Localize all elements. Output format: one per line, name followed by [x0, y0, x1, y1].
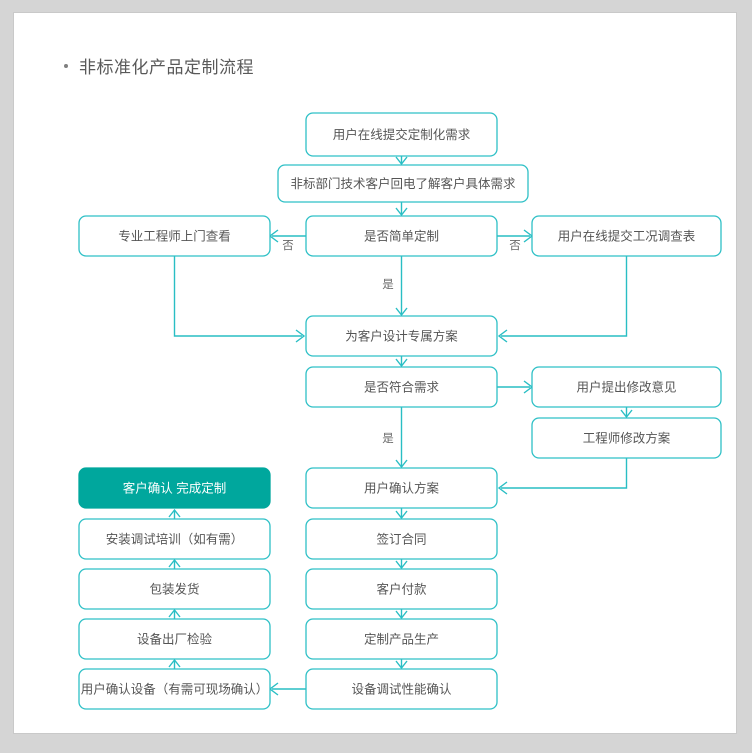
- arrowhead-n5-n6: [497, 329, 508, 343]
- node-label: 客户确认 完成定制: [123, 480, 226, 495]
- arrowhead-n9-n10: [497, 481, 508, 495]
- node-box: [305, 315, 498, 357]
- arrowhead-n12-n14: [395, 560, 408, 570]
- flow-node-n16[interactable]: 定制产品生产: [305, 618, 498, 660]
- node-label: 用户确认方案: [364, 480, 440, 495]
- flow-node-n19[interactable]: 用户确认设备（有需可现场确认）: [78, 668, 271, 710]
- node-label: 是否简单定制: [364, 228, 439, 243]
- node-box: [78, 518, 271, 560]
- node-label: 安装调试培训（如有需）: [106, 531, 244, 546]
- node-box: [305, 366, 498, 408]
- flow-node-n14[interactable]: 客户付款: [305, 568, 498, 610]
- node-box: [78, 618, 271, 660]
- bullet-icon: [64, 63, 68, 68]
- arrowhead-n14-n16: [395, 610, 408, 620]
- flow-node-n4[interactable]: 专业工程师上门查看: [78, 215, 271, 257]
- arrowhead-n19-n17: [168, 658, 181, 668]
- arrowhead-n7-n10: [395, 459, 408, 469]
- node-box: [531, 366, 722, 408]
- node-label: 定制产品生产: [364, 631, 439, 646]
- flow-node-n5[interactable]: 用户在线提交工况调查表: [531, 215, 722, 257]
- node-label: 用户确认设备（有需可现场确认）: [81, 681, 269, 696]
- page-title-text: 非标准化产品定制流程: [79, 58, 254, 77]
- node-box: [305, 215, 498, 257]
- arrowhead-n16-n18: [395, 660, 408, 670]
- node-label: 包装发货: [149, 581, 199, 596]
- node-box: [78, 467, 271, 509]
- arrowhead-n2-n3: [395, 207, 408, 217]
- node-label: 专业工程师上门查看: [118, 228, 231, 243]
- flowchart-edges: [168, 156, 633, 696]
- edge-n4-n6: [173, 256, 302, 337]
- flow-node-n15[interactable]: 包装发货: [78, 568, 271, 610]
- flow-node-n2[interactable]: 非标部门技术客户回电了解客户具体需求: [277, 164, 529, 203]
- arrowhead-n13-n11: [168, 508, 181, 518]
- flow-node-n1[interactable]: 用户在线提交定制化需求: [305, 112, 498, 157]
- arrowhead-n4-n6: [295, 329, 306, 343]
- arrowhead-n10-n12: [395, 510, 408, 520]
- arrowhead-n8-n9: [620, 409, 633, 419]
- edge-label-l1: 否: [282, 240, 294, 252]
- arrowhead-n3-n6: [395, 307, 408, 317]
- node-box: [277, 164, 529, 203]
- node-label: 非标部门技术客户回电了解客户具体需求: [290, 176, 516, 191]
- node-label: 为客户设计专属方案: [345, 328, 458, 343]
- node-box: [531, 417, 722, 459]
- edge-label-l4: 是: [382, 432, 394, 445]
- edge-n5-n6: [501, 256, 628, 337]
- flow-node-n8[interactable]: 用户提出修改意见: [531, 366, 722, 408]
- node-box: [305, 618, 498, 660]
- arrowhead-n15-n13: [168, 558, 181, 568]
- flow-node-n6[interactable]: 为客户设计专属方案: [305, 315, 498, 357]
- node-label: 工程师修改方案: [583, 430, 671, 445]
- node-label: 用户提出修改意见: [576, 379, 676, 394]
- flow-node-n11[interactable]: 客户确认 完成定制: [78, 467, 271, 509]
- flowchart-edge-labels: 否否是是: [282, 240, 521, 445]
- node-label: 用户在线提交定制化需求: [333, 127, 471, 142]
- node-label: 签订合同: [376, 531, 426, 546]
- arrowhead-n17-n15: [168, 608, 181, 618]
- flow-node-n10[interactable]: 用户确认方案: [305, 467, 498, 509]
- edge-label-l2: 否: [509, 240, 521, 252]
- page-title: 非标准化产品定制流程: [64, 53, 254, 78]
- flow-node-n7[interactable]: 是否符合需求: [305, 366, 498, 408]
- edge-n9-n10: [501, 458, 628, 489]
- flow-node-n17[interactable]: 设备出厂检验: [78, 618, 271, 660]
- node-label: 设备调试性能确认: [351, 681, 452, 696]
- node-label: 用户在线提交工况调查表: [558, 228, 696, 243]
- node-box: [305, 518, 498, 560]
- node-label: 客户付款: [376, 581, 427, 596]
- node-box: [78, 215, 271, 257]
- node-box: [78, 668, 271, 710]
- node-label: 是否符合需求: [364, 379, 440, 394]
- node-box: [305, 668, 498, 710]
- flow-node-n3[interactable]: 是否简单定制: [305, 215, 498, 257]
- node-box: [305, 467, 498, 509]
- edge-label-l3: 是: [382, 278, 394, 291]
- arrowhead-n1-n2: [395, 156, 408, 166]
- flow-node-n18[interactable]: 设备调试性能确认: [305, 668, 498, 710]
- node-label: 设备出厂检验: [137, 631, 213, 646]
- flow-node-n12[interactable]: 签订合同: [305, 518, 498, 560]
- node-box: [305, 568, 498, 610]
- flow-node-n13[interactable]: 安装调试培训（如有需）: [78, 518, 271, 560]
- node-box: [305, 112, 498, 157]
- document-page: 非标准化产品定制流程: [14, 13, 736, 733]
- node-box: [78, 568, 271, 610]
- flow-node-n9[interactable]: 工程师修改方案: [531, 417, 722, 459]
- node-box: [531, 215, 722, 257]
- arrowhead-n6-n7: [395, 358, 408, 368]
